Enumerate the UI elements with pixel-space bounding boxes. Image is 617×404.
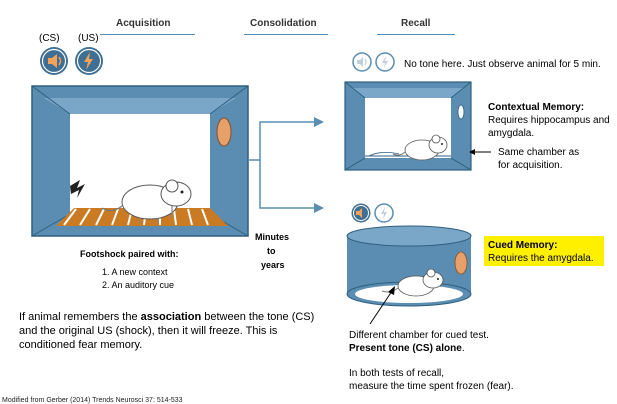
- explanation-part1: If animal remembers the: [19, 311, 141, 323]
- contextual-memory-title: Contextual Memory:: [488, 102, 585, 113]
- header-acquisition: Acquisition: [116, 18, 171, 29]
- lightning-icon: [75, 47, 103, 75]
- header-recall-line: [377, 34, 455, 35]
- cs-label: (CS): [39, 33, 60, 44]
- contextual-memory-desc-2: amygdala.: [488, 128, 535, 139]
- cued-note-2-end: .: [461, 343, 465, 354]
- header-acquisition-line: [100, 34, 195, 35]
- mouse-contextual: [392, 134, 448, 161]
- citation: Modified from Gerber (2014) Trends Neuro…: [2, 397, 183, 404]
- both-tests-line-1: In both tests of recall,: [349, 368, 445, 379]
- consolidation-arrows: [248, 117, 324, 213]
- speaker-icon: [40, 47, 68, 75]
- cued-note-2: Present tone (CS) alone: [349, 343, 462, 354]
- cued-memory-desc: Requires the amygdala.: [488, 253, 594, 264]
- mouse-acquisition: [101, 179, 192, 223]
- explanation-part2: between the tone (CS) and the original U…: [19, 311, 315, 351]
- header-consolidation-line: [244, 34, 328, 35]
- us-label: (US): [78, 33, 99, 44]
- cued-note-1: Different chamber for cued test.: [349, 330, 489, 341]
- header-recall: Recall: [401, 18, 431, 29]
- same-chamber-pointer: [469, 149, 491, 155]
- both-tests-line-2: measure the time spent frozen (fear).: [349, 381, 514, 392]
- cued-memory-box: Cued Memory: Requires the amygdala.: [484, 236, 604, 266]
- different-chamber-pointer: [369, 286, 395, 325]
- header-consolidation: Consolidation: [250, 18, 317, 29]
- contextual-note: No tone here. Just observe animal for 5 …: [404, 59, 601, 70]
- lightning-icon-recall-cued: [374, 203, 394, 223]
- speaker-icon-recall-contextual: [352, 52, 372, 72]
- footshock-title: Footshock paired with:: [80, 249, 179, 259]
- footshock-item-2: 2. An auditory cue: [102, 280, 175, 290]
- time-label-2: to: [267, 246, 276, 256]
- cued-memory-title: Cued Memory:: [488, 240, 558, 251]
- time-label-1: Minutes: [255, 232, 290, 242]
- mouse-cued: [381, 268, 444, 297]
- explanation-paragraph: If animal remembers the association betw…: [19, 310, 315, 352]
- footshock-item-1: 1. A new context: [102, 267, 168, 277]
- speaker-icon-recall-cued: [351, 203, 371, 223]
- same-chamber-note-2: for acquisition.: [498, 160, 563, 171]
- cued-note-2-wrap: Present tone (CS) alone.: [349, 342, 465, 355]
- contextual-memory-desc-1: Requires hippocampus and: [488, 115, 610, 126]
- time-label-3: years: [261, 260, 285, 270]
- same-chamber-note-1: Same chamber as: [498, 147, 580, 158]
- explanation-bold: association: [140, 311, 202, 323]
- lightning-icon-recall-contextual: [375, 52, 395, 72]
